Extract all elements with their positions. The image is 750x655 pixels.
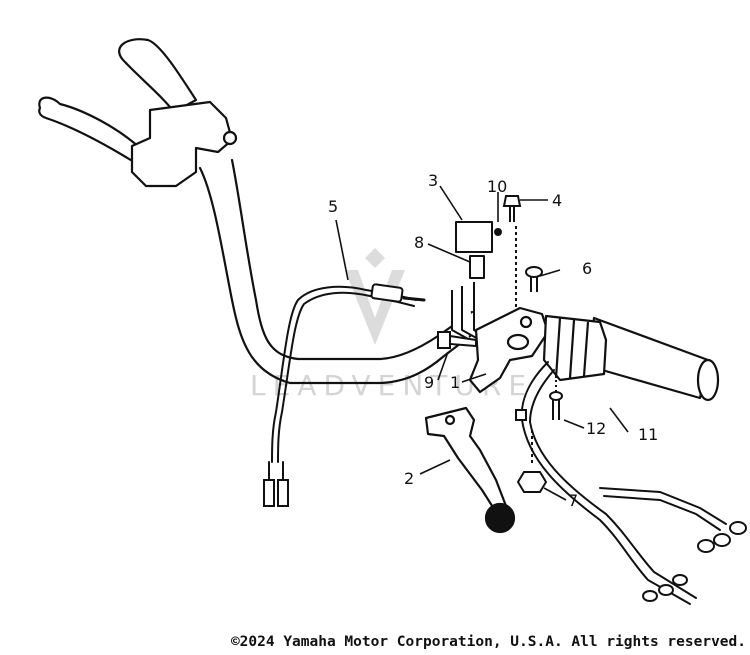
bolt-9	[437, 331, 477, 349]
lever-holder	[468, 306, 550, 394]
callout-2: 2	[404, 469, 414, 488]
right-grip-assembly	[542, 314, 720, 402]
leader-lines	[335, 185, 629, 501]
nut-7	[516, 430, 548, 493]
callout-1: 1	[450, 373, 460, 392]
screws	[502, 195, 543, 310]
callout-10: 10	[487, 177, 507, 196]
callout-11: 11	[638, 425, 658, 444]
bolt-12	[549, 380, 563, 420]
clutch-switch	[451, 221, 502, 341]
clutch-lever	[424, 406, 516, 534]
callout-8: 8	[414, 233, 424, 252]
clutch-cable	[263, 283, 426, 507]
callout-4: 4	[552, 191, 562, 210]
callouts: 3 10 4 5 8 6 9 1 12 11 2 7	[328, 171, 658, 510]
callout-5: 5	[328, 197, 338, 216]
callout-6: 6	[582, 259, 592, 278]
callout-12: 12	[586, 419, 606, 438]
callout-3: 3	[428, 171, 438, 190]
callout-7: 7	[568, 491, 578, 510]
switch-wiring	[515, 361, 727, 605]
left-grip-assembly	[38, 38, 238, 188]
callout-9: 9	[424, 373, 434, 392]
copyright-notice: ©2024 Yamaha Motor Corporation, U.S.A. A…	[230, 634, 746, 650]
connectors	[642, 521, 747, 602]
handlebar	[198, 158, 480, 385]
